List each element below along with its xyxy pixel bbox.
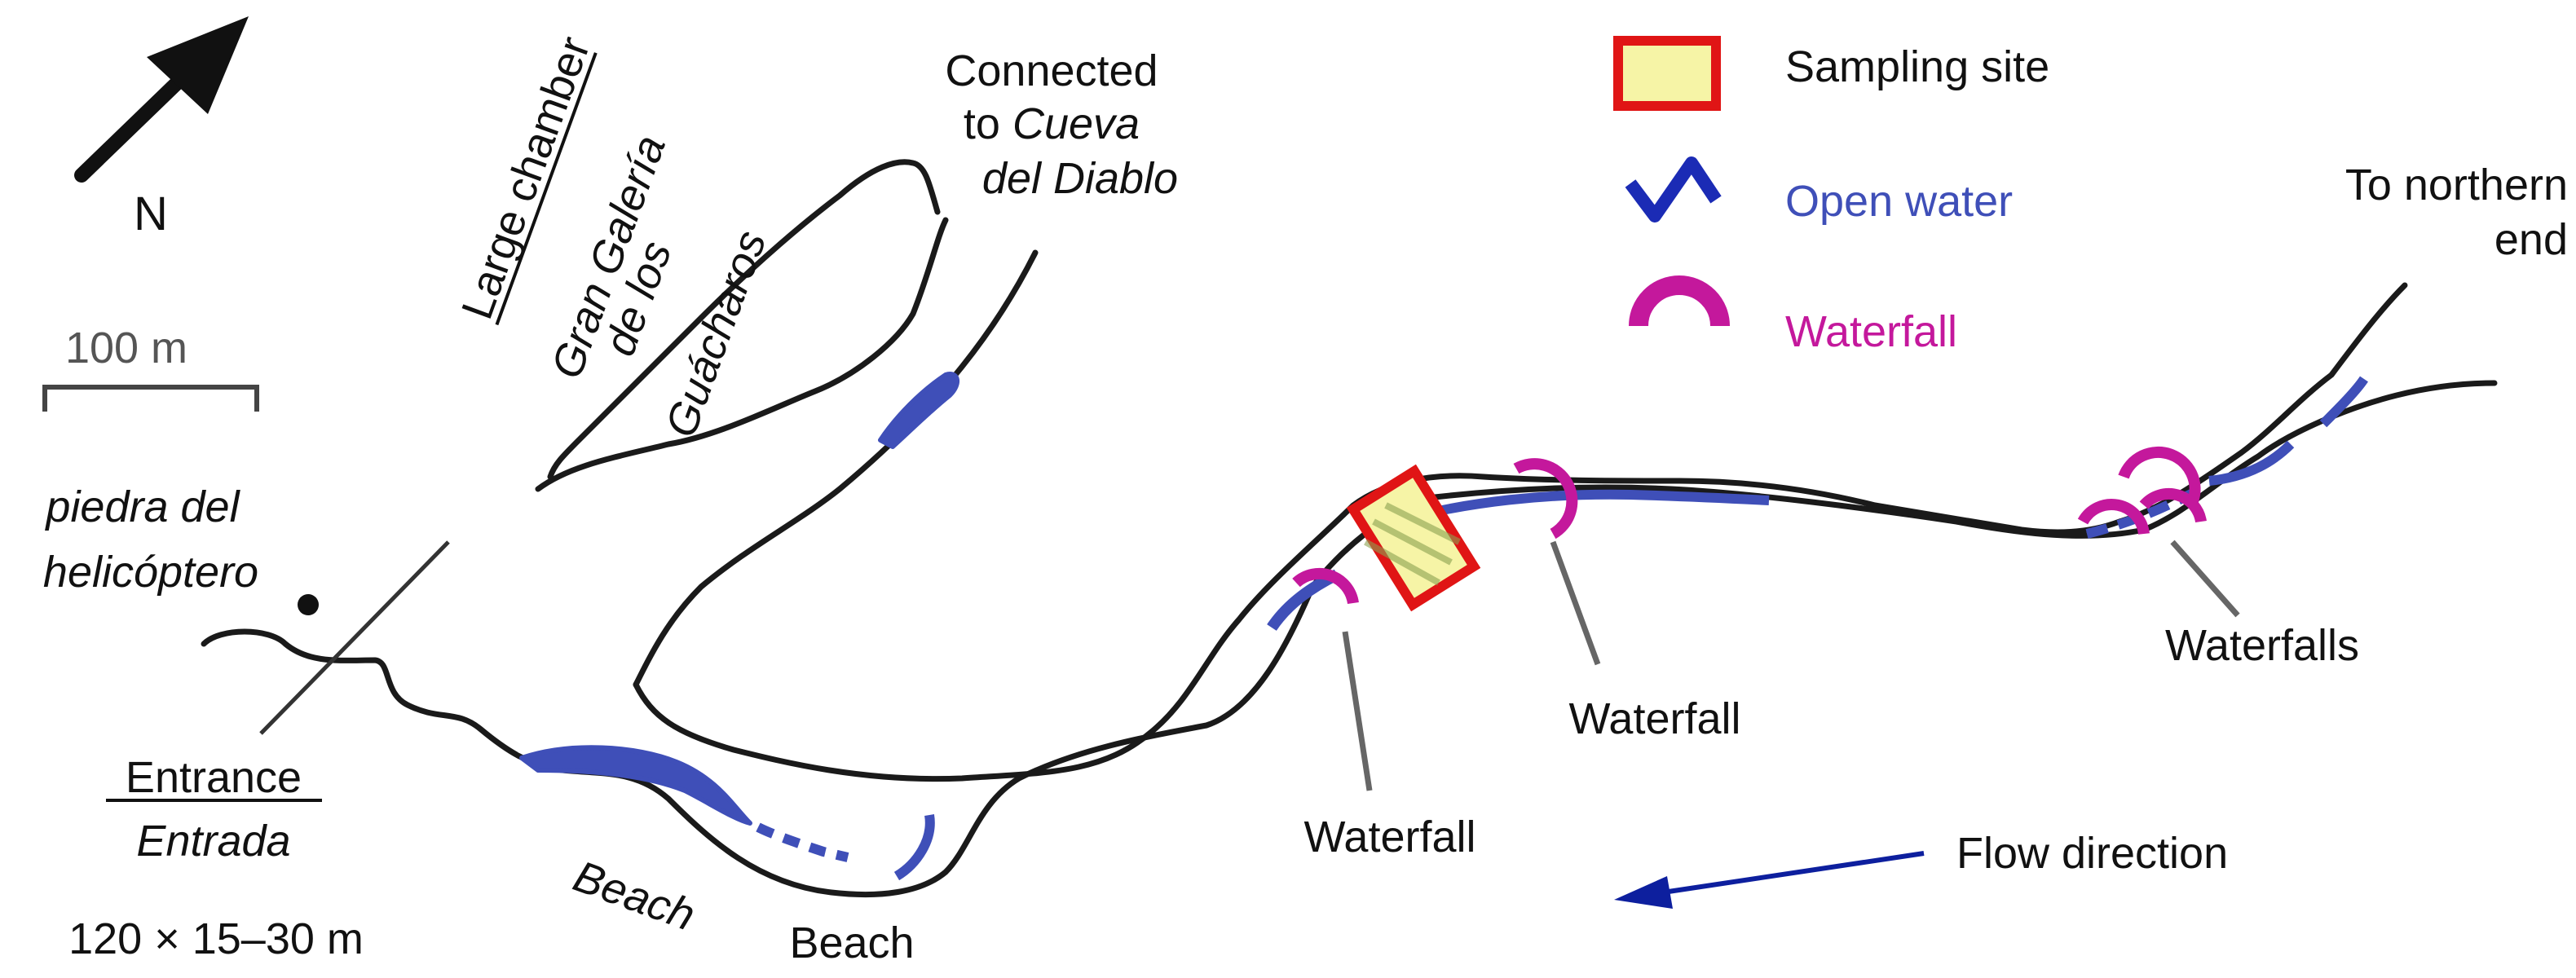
flow-direction-arrow-icon: [1614, 851, 1925, 909]
legend-waterfall-icon: [1629, 275, 1730, 327]
svg-text:to Cueva: to Cueva: [964, 99, 1140, 148]
label-cueva: Cueva: [1012, 99, 1140, 148]
label-piedra-del: piedra del: [44, 482, 240, 531]
entrance-line: [259, 540, 450, 735]
cave-outline: [201, 159, 2498, 898]
leader-lines: [1342, 540, 2240, 791]
north-label: N: [134, 187, 168, 240]
label-waterfall-2: Waterfall: [1568, 694, 1740, 743]
label-waterfall-1: Waterfall: [1303, 813, 1475, 861]
label-del-diablo: del Diablo: [982, 154, 1178, 203]
piedra-del-helicoptero-marker: [298, 594, 319, 615]
label-to: to: [964, 99, 1000, 148]
label-entrance: Entrance: [126, 753, 302, 802]
waterfall-markers: [1292, 446, 2207, 605]
label-large-chamber-underline: [495, 52, 598, 326]
north-arrow-icon: [74, 16, 249, 183]
label-waterfalls: Waterfalls: [2165, 621, 2359, 670]
label-entrada: Entrada: [136, 817, 290, 866]
legend-sampling-site-icon: [1613, 36, 1721, 111]
label-flow-direction: Flow direction: [1956, 829, 2228, 878]
legend-sampling-site-label: Sampling site: [1785, 42, 2049, 91]
sampling-site-marker: [1346, 464, 1481, 612]
label-to-northern: To northern: [2345, 161, 2568, 209]
label-beach-2: Beach: [789, 919, 914, 967]
legend-open-water-label: Open water: [1785, 177, 2013, 226]
label-end: end: [2494, 215, 2568, 264]
legend-open-water-icon: [1625, 156, 1722, 222]
label-beach-1: Beach: [567, 852, 701, 941]
label-connected: Connected: [945, 46, 1158, 95]
open-water-patches: [519, 372, 2368, 881]
legend-waterfall-label: Waterfall: [1785, 307, 1957, 356]
label-entrance-dims: 120 × 15–30 m: [68, 914, 364, 963]
scale-bar-label: 100 m: [65, 324, 187, 372]
label-helicoptero: helicóptero: [43, 548, 258, 597]
scale-bar: [42, 385, 259, 412]
sampling-site-hatching: [1364, 502, 1461, 586]
